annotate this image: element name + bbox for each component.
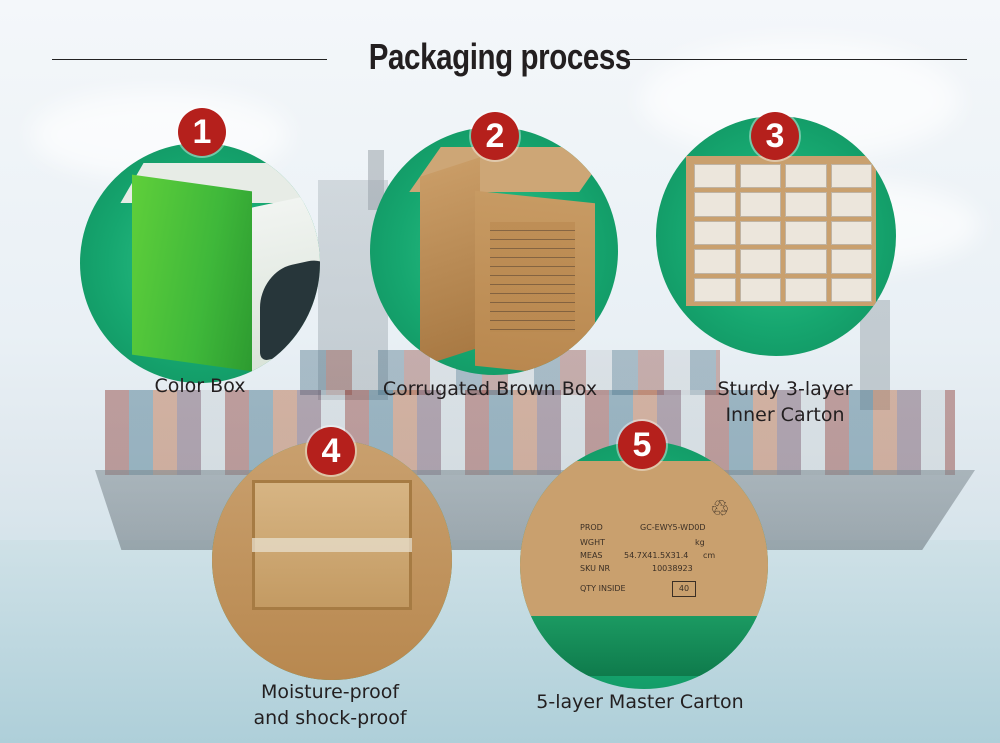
qty-label: QTY INSIDE	[580, 584, 626, 593]
step-1-image-color-box	[80, 143, 320, 383]
step-3-label-line2: Inner Carton	[725, 404, 845, 426]
ship-mast	[368, 150, 384, 210]
step-1-badge: 1	[178, 108, 226, 156]
inner-carton-grid	[694, 164, 872, 302]
meas-unit: cm	[703, 551, 716, 560]
step-4-label-line1: Moisture-proof	[260, 681, 400, 703]
title-rule-left	[52, 59, 327, 60]
step-2-badge: 2	[471, 112, 519, 160]
step-5-label: 5-layer Master Carton	[536, 691, 744, 713]
wght-unit: kg	[695, 538, 705, 547]
sku-label: SKU NR	[580, 564, 611, 573]
brown-box-markings	[490, 222, 575, 332]
step-3-label-line1: Sturdy 3-layer	[717, 378, 853, 400]
sea	[0, 540, 1000, 743]
wght-label: WGHT	[580, 538, 606, 547]
step-4-image-open-carton	[212, 440, 452, 680]
meas-label: MEAS	[580, 551, 603, 560]
step-4-label: Moisture-proof and shock-proof	[220, 679, 440, 731]
step-5-badge: 5	[618, 421, 666, 469]
step-2-image-brown-box	[370, 127, 618, 375]
recycle-icon: ♲	[710, 496, 730, 521]
step-3-label: Sturdy 3-layer Inner Carton	[680, 376, 890, 428]
step-3-badge: 3	[751, 112, 799, 160]
prod-label: PROD	[580, 523, 603, 532]
prod-value: GC-EWY5-WD0D	[640, 523, 706, 532]
step-4-label-line2: and shock-proof	[253, 707, 407, 729]
carton-tape	[252, 538, 412, 552]
step-2-label: Corrugated Brown Box	[382, 378, 598, 400]
page-title: Packaging process	[0, 36, 1000, 78]
page-title-text: Packaging process	[368, 36, 632, 77]
meas-value: 54.7X41.5X31.4	[624, 551, 689, 560]
step-5-image-master-carton: PROD GC-EWY5-WD0D WGHT kg MEAS 54.7X41.5…	[520, 441, 768, 689]
ship-crane	[860, 300, 890, 410]
qty-value: 40	[672, 581, 696, 597]
step-4-badge: 4	[307, 427, 355, 475]
title-rule-right	[627, 59, 967, 60]
step-1-label: Color Box	[154, 375, 246, 397]
pallet-floor	[520, 616, 768, 676]
sku-value: 10038923	[652, 564, 693, 573]
